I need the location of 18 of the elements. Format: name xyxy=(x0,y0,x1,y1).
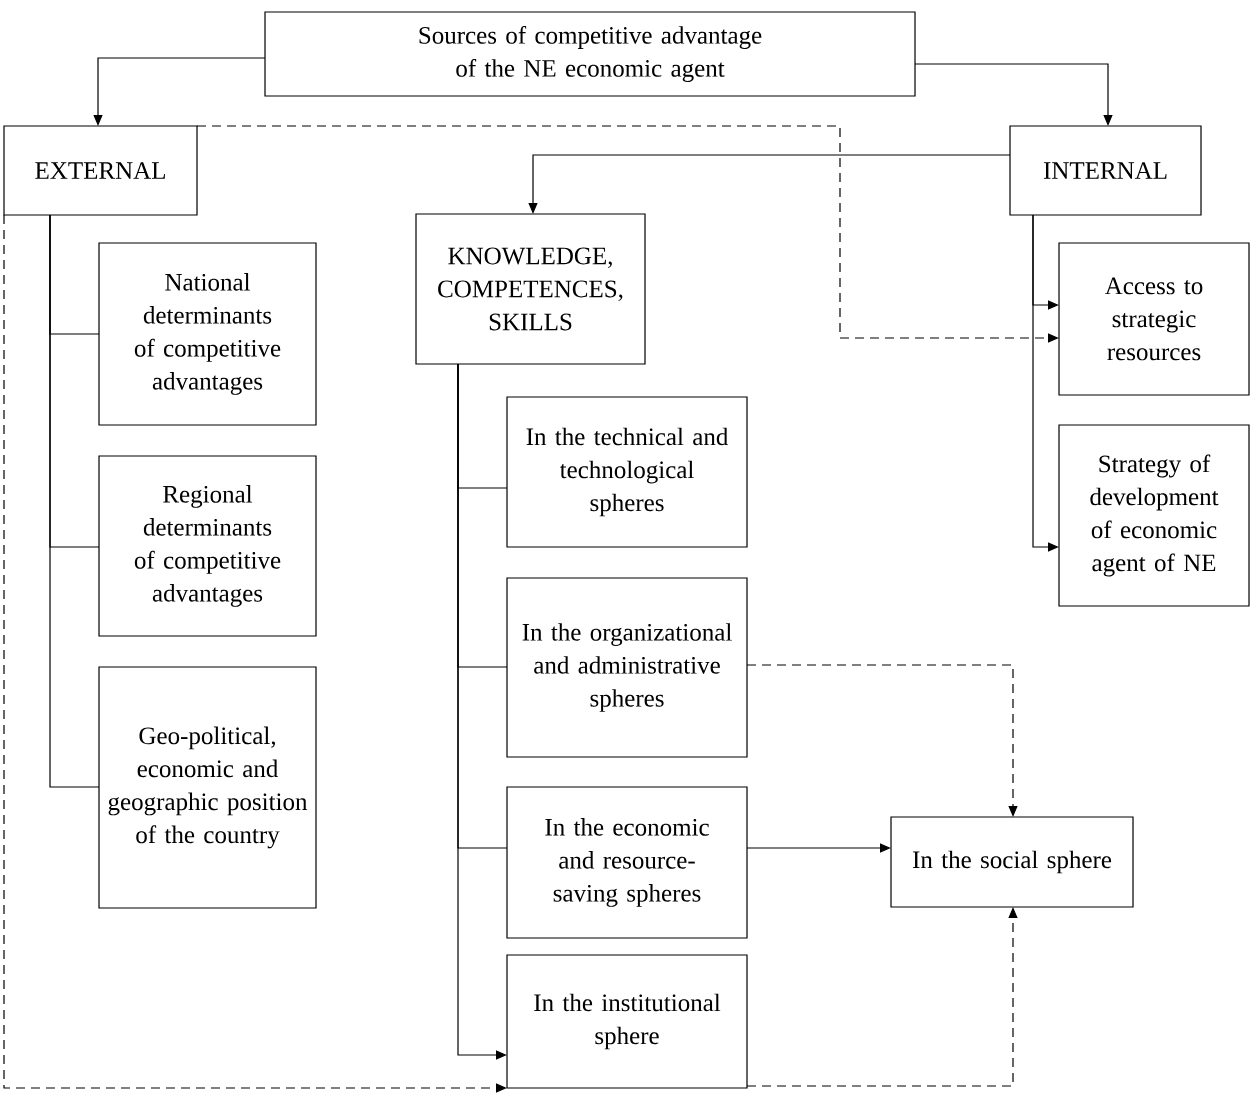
connector xyxy=(3,214,507,1093)
box: In the institutional sphere xyxy=(506,954,748,1089)
connector xyxy=(49,214,100,788)
box: Access to strategic resources xyxy=(1058,242,1250,396)
box: In the economic and resource-saving spheres xyxy=(506,786,748,939)
box: Strategy of development of economic agent of NE xyxy=(1058,424,1250,607)
box: National determinants of competitive advantages xyxy=(98,242,317,426)
connector xyxy=(457,363,507,1060)
box: Regional determinants of competitive advantages xyxy=(98,455,317,637)
box: In the organizational and administrative spheres xyxy=(506,577,748,758)
box: In the social sphere xyxy=(890,816,1134,908)
box: KNOWLEDGE, COMPETENCES, SKILLS xyxy=(415,213,646,365)
box: Sources of competitive advantage of the NE economic agent xyxy=(264,11,916,97)
box: Geo-political, economic and geographic position of the country xyxy=(98,666,317,909)
box: In the technical and technological spheres xyxy=(506,396,748,548)
connector xyxy=(746,907,1018,1087)
box: INTERNAL xyxy=(1009,125,1202,216)
box: EXTERNAL xyxy=(3,125,198,216)
